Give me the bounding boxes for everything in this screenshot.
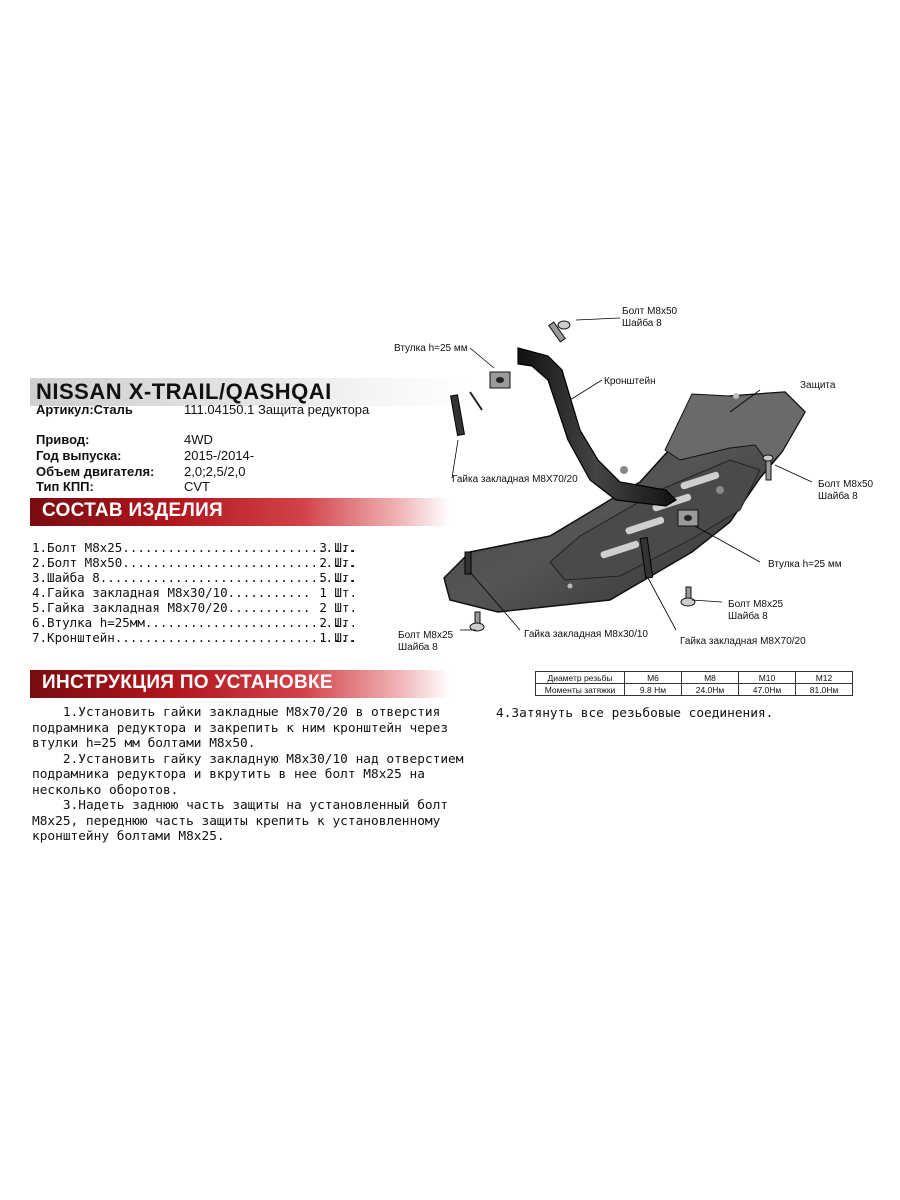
spec-gearbox-label: Тип КПП: xyxy=(36,479,94,494)
table-row: Диаметр резьбы M6 M8 M10 M12 xyxy=(535,671,853,684)
instruction-step-2: 2.Установить гайку закладную M8x30/10 на… xyxy=(32,751,472,798)
caption-line: Болт M8x50 xyxy=(622,306,678,317)
part-name: 3.Шайба 8...............................… xyxy=(32,570,356,585)
spec-drive-value: 4WD xyxy=(184,432,213,447)
spec-engine-value-wrap: 2,0;2,5/2,0 xyxy=(184,464,245,479)
composition-header: СОСТАВ ИЗДЕЛИЯ xyxy=(30,498,450,526)
caption-line: Шайба 8 xyxy=(728,611,768,622)
instruction-step-4: 4.Затянуть все резьбовые соединения. xyxy=(496,706,774,721)
torque-value: 47.0Нм xyxy=(738,683,796,696)
nut-m8x70-left xyxy=(450,391,483,436)
part-qty: 5 Шт. xyxy=(319,570,357,585)
part-qty: 1 Шт. xyxy=(319,630,357,645)
composition-title: СОСТАВ ИЗДЕЛИЯ xyxy=(42,500,224,521)
article-row: Артикул:Сталь xyxy=(36,402,133,417)
caption-bushing-top: Втулка h=25 мм xyxy=(394,343,468,354)
part-name: 5.Гайка закладная M8x70/20........... xyxy=(32,600,311,615)
nut-m8x30 xyxy=(464,551,472,575)
spec-drive-value-wrap: 4WD xyxy=(184,432,213,447)
nut-m8x70-bottom xyxy=(639,537,654,579)
bushing-right xyxy=(677,509,699,527)
list-item: 3.Шайба 8...............................… xyxy=(32,570,357,585)
caption-guard: Защита xyxy=(800,380,836,391)
page-title: NISSAN X-TRAIL/QASHQAI xyxy=(36,379,332,404)
instruction-step-1: 1.Установить гайки закладные M8x70/20 в … xyxy=(32,705,456,751)
leader-lines xyxy=(451,317,813,631)
part-name: 2.Болт M8x50............................… xyxy=(32,555,356,570)
instructions-text: 1.Установить гайки закладные M8x70/20 в … xyxy=(32,705,472,845)
caption-line: Болт M8x25 xyxy=(728,599,784,610)
caption-line: Шайба 8 xyxy=(622,318,662,329)
table-row: Моменты затяжки 9.8 Нм 24.0Нм 47.0Нм 81.… xyxy=(535,683,853,696)
instruction-step-3: 3.Надеть заднюю часть защиты на установл… xyxy=(32,798,456,844)
spec-gearbox: Тип КПП: xyxy=(36,479,94,494)
part-name: 1.Болт M8x25............................… xyxy=(32,540,356,555)
bolt-m8x50-top xyxy=(548,320,571,343)
part-name: 7.Кронштейн.............................… xyxy=(32,630,356,645)
caption-bolt-top: Болт M8x50 Шайба 8 xyxy=(622,306,677,330)
part-qty: 3 Шт. xyxy=(319,540,357,555)
guard-plate xyxy=(443,391,806,613)
list-item: 4.Гайка закладная M8x30/10........... 1 Ш… xyxy=(32,585,357,600)
torque-size: M10 xyxy=(738,671,796,684)
torque-size: M6 xyxy=(624,671,682,684)
torque-row-label: Моменты затяжки xyxy=(535,683,625,696)
part-name: 6.Втулка h=25мм.........................… xyxy=(32,615,349,630)
spec-year-value: 2015-/2014- xyxy=(184,448,255,463)
caption-bolt-right: Болт M8x50 Шайба 8 xyxy=(818,479,873,503)
list-item: 2.Болт M8x50............................… xyxy=(32,555,357,570)
spec-drive-label: Привод: xyxy=(36,432,90,447)
bracket xyxy=(517,347,724,507)
torque-size: M8 xyxy=(681,671,739,684)
spec-year-value-wrap: 2015-/2014- xyxy=(184,448,254,463)
torque-value: 9.8 Нм xyxy=(624,683,682,696)
caption-line: Шайба 8 xyxy=(818,491,858,502)
caption-line: Болт M8x50 xyxy=(818,479,874,490)
bolt-m8x25-right xyxy=(680,586,696,607)
spec-engine: Объем двигателя: xyxy=(36,464,154,479)
article-label: Артикул:Сталь xyxy=(36,402,133,417)
spec-gearbox-value: CVT xyxy=(184,479,210,494)
bolt-m8x50-right xyxy=(762,454,774,481)
torque-value: 24.0Нм xyxy=(681,683,739,696)
torque-row-label: Диаметр резьбы xyxy=(535,671,625,684)
torque-table: Диаметр резьбы M6 M8 M10 M12 Моменты зат… xyxy=(535,671,853,696)
caption-bracket: Кронштейн xyxy=(604,376,656,387)
part-qty: 2 Шт. xyxy=(319,615,357,630)
title-bar: NISSAN X-TRAIL/QASHQAI xyxy=(30,378,470,406)
caption-bushing-right: Втулка h=25 мм xyxy=(768,559,842,570)
spec-engine-value: 2,0;2,5/2,0 xyxy=(184,464,246,479)
instructions-title: ИНСТРУКЦИЯ ПО УСТАНОВКЕ xyxy=(42,672,333,693)
torque-size: M12 xyxy=(795,671,853,684)
instructions-header: ИНСТРУКЦИЯ ПО УСТАНОВКЕ xyxy=(30,670,450,698)
part-qty: 2 Шт. xyxy=(319,555,357,570)
bolt-m8x25-left xyxy=(469,611,485,632)
list-item: 6.Втулка h=25мм.........................… xyxy=(32,615,357,630)
list-item: 7.Кронштейн.............................… xyxy=(32,630,357,645)
spec-year: Год выпуска: xyxy=(36,448,122,463)
article-value: 111.04150.1 Защита редуктора xyxy=(184,402,370,417)
caption-bolt-m825-right: Болт M8x25 Шайба 8 xyxy=(728,599,783,623)
torque-value: 81.0Нм xyxy=(795,683,853,696)
spec-year-label: Год выпуска: xyxy=(36,448,122,463)
part-qty: 2 Шт. xyxy=(319,600,357,615)
spec-drive: Привод: xyxy=(36,432,89,447)
caption-nut-3010: Гайка закладная M8x30/10 xyxy=(524,629,648,640)
caption-line: Болт M8x25 xyxy=(398,630,454,641)
caption-nut-7020-bottom: Гайка закладная M8X70/20 xyxy=(680,636,806,647)
list-item: 1.Болт M8x25............................… xyxy=(32,540,357,555)
list-item: 5.Гайка закладная M8x70/20........... 2 Ш… xyxy=(32,600,357,615)
caption-line: Шайба 8 xyxy=(398,642,438,653)
bushing-top xyxy=(489,371,511,389)
caption-bolt-m825-left: Болт M8x25 Шайба 8 xyxy=(398,630,453,654)
spec-gearbox-value-wrap: CVT xyxy=(184,479,210,494)
article-value-wrap: 111.04150.1 Защита редуктора xyxy=(184,402,369,417)
guard-diagram xyxy=(443,317,813,632)
parts-list: 1.Болт M8x25............................… xyxy=(32,540,357,645)
spec-engine-label: Объем двигателя: xyxy=(36,464,155,479)
caption-nut-7020-left: Гайка закладная M8X70/20 xyxy=(452,474,578,485)
part-qty: 1 Шт. xyxy=(319,585,357,600)
part-name: 4.Гайка закладная M8x30/10........... xyxy=(32,585,311,600)
